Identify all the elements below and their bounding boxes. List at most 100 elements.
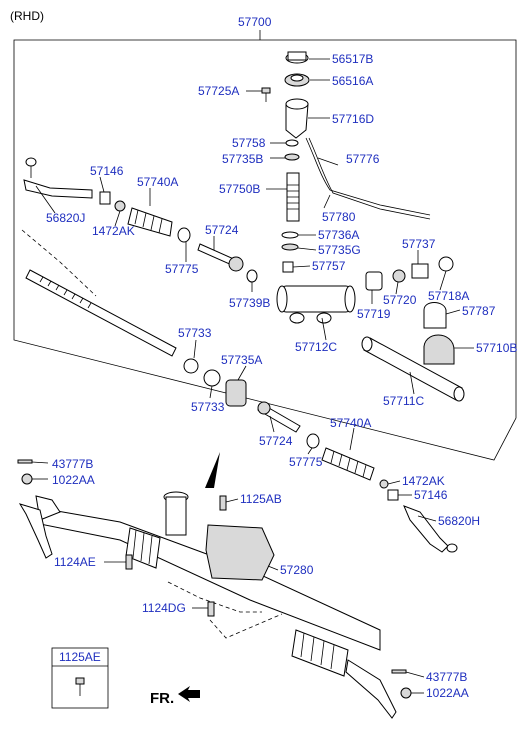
label-1125ab: 1125AB <box>240 492 282 506</box>
ring-57739b <box>246 269 258 283</box>
label-57711c: 57711C <box>383 394 424 408</box>
label-57736a: 57736A <box>318 228 359 242</box>
assembled-gear-view <box>18 491 397 719</box>
label-1124ae: 1124AE <box>54 555 96 569</box>
assembly-number: 57700 <box>238 15 272 29</box>
bolt-1124dg <box>207 601 215 617</box>
label-57780: 57780 <box>322 210 356 224</box>
boot-57740a-top <box>127 207 173 237</box>
ring-57735b <box>284 153 300 161</box>
label-57725a: 57725A <box>198 84 239 98</box>
boot-57740a-bot <box>321 447 375 481</box>
seal-57757 <box>282 261 294 273</box>
label-57735b: 57735B <box>222 152 263 166</box>
legend-bolt-icon <box>75 677 85 685</box>
bolt-1124ae <box>125 554 133 570</box>
label-1472ak-top: 1472AK <box>92 224 135 238</box>
front-arrow-icon <box>178 686 200 702</box>
pinion-stack <box>281 51 310 273</box>
tie-rod-end-56820j <box>23 157 93 199</box>
front-label: FR. <box>150 690 174 707</box>
nut-57146-top <box>99 191 111 205</box>
nut-1022aa-right <box>400 687 412 699</box>
label-57775-top: 57775 <box>165 262 199 276</box>
pipe-57776 <box>305 137 431 216</box>
lower-dash-1 <box>167 581 262 613</box>
label-57740a-top: 57740A <box>137 175 178 189</box>
label-57724-bot: 57724 <box>259 434 293 448</box>
clip-1472ak-bot <box>379 479 389 489</box>
label-1022aa-right: 1022AA <box>426 686 469 700</box>
plug-57737 <box>411 263 429 279</box>
lower-dash-2 <box>209 613 283 639</box>
ring-57733-top <box>183 358 199 374</box>
label-56517b: 56517B <box>332 52 373 66</box>
yoke-57719 <box>365 271 383 291</box>
label-57735g: 57735G <box>318 243 361 257</box>
ring-57736a <box>281 231 299 239</box>
label-43777b-right: 43777B <box>426 670 467 684</box>
pipe-57780 <box>308 137 431 220</box>
bush-57735a <box>225 379 247 407</box>
motor-57280 <box>205 524 275 581</box>
label-57710b: 57710B <box>476 341 517 355</box>
label-56820j: 56820J <box>46 211 85 225</box>
label-57146-top: 57146 <box>90 164 124 178</box>
label-1472ak-bot: 1472AK <box>402 474 445 488</box>
legend-box <box>51 647 109 709</box>
bolt-43777b-left <box>17 459 33 464</box>
label-56820h: 56820H <box>438 514 480 528</box>
tube-57711c <box>361 336 465 402</box>
label-57720: 57720 <box>383 293 417 307</box>
label-57750b: 57750B <box>219 182 260 196</box>
ring-57733-bot <box>203 369 221 387</box>
label-57787: 57787 <box>462 304 496 318</box>
label-57740a-bot: 57740A <box>330 416 371 430</box>
bushing-57710b <box>423 334 455 365</box>
label-57719: 57719 <box>357 307 391 321</box>
nut-1022aa-left <box>21 473 33 485</box>
rack-guide-dash <box>21 229 97 297</box>
clamp-57787 <box>423 302 447 329</box>
label-57757: 57757 <box>312 259 346 273</box>
label-57712c: 57712C <box>295 340 337 354</box>
label-57776: 57776 <box>346 152 380 166</box>
variant-label: (RHD) <box>10 9 44 23</box>
label-1124dg: 1124DG <box>142 601 186 615</box>
assembly-frame <box>13 39 517 461</box>
washer-57758 <box>285 139 299 147</box>
label-57758: 57758 <box>232 136 266 150</box>
tie-rod-end-56820h <box>403 505 458 553</box>
assembly-arrow <box>205 452 220 488</box>
clamp-57775-top <box>177 227 191 243</box>
rack-bar <box>25 269 177 357</box>
label-57146-bot: 57146 <box>414 488 448 502</box>
ring-57718a <box>438 256 454 272</box>
bolt-43777b-right <box>391 669 407 674</box>
label-57733-top: 57733 <box>178 326 212 340</box>
label-57735a: 57735A <box>221 353 262 367</box>
label-43777b-left: 43777B <box>52 457 93 471</box>
label-57733-bot: 57733 <box>191 400 225 414</box>
clamp-57775-bot <box>306 433 320 449</box>
label-1022aa-left: 1022AA <box>52 473 95 487</box>
label-57718a: 57718A <box>428 289 469 303</box>
label-57724-top: 57724 <box>205 223 239 237</box>
label-57737: 57737 <box>402 237 436 251</box>
label-57716d: 57716D <box>332 112 374 126</box>
nut-57720 <box>392 269 406 283</box>
rack-housing-57712c <box>276 285 356 324</box>
label-56516a: 56516A <box>332 74 373 88</box>
leader-lines <box>31 58 474 694</box>
clip-1472ak-top <box>114 200 126 212</box>
bolt-1125ab <box>219 495 227 511</box>
label-57775-bot: 57775 <box>289 455 323 469</box>
cap-56517b-body <box>287 51 307 61</box>
nut-57146-bot <box>387 489 399 501</box>
legend-box-label: 1125AE <box>59 650 101 664</box>
bolt-57725a <box>261 87 271 102</box>
label-57280: 57280 <box>280 563 314 577</box>
ring-57735g <box>281 243 299 251</box>
